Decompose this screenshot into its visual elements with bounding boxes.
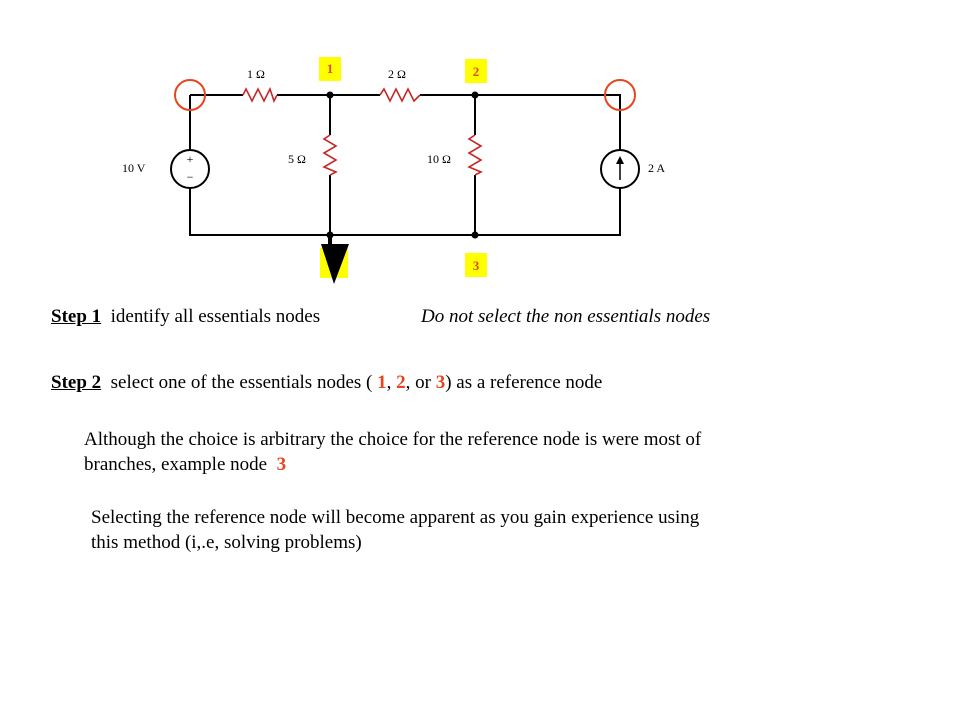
resistor-10-label: 10 Ω	[427, 152, 451, 166]
step2-heading: Step 2	[51, 372, 102, 393]
node-3-dot	[471, 231, 479, 239]
circuit-diagram: + − 1 2 3 1 Ω 2 Ω 5 Ω 10 Ω 10 V 2 A	[122, 57, 665, 284]
reference-node-marker	[320, 235, 349, 284]
resistor-5-label: 5 Ω	[288, 152, 306, 166]
resistor-1-ohm	[242, 86, 278, 104]
node-1-dot	[326, 91, 334, 99]
voltage-source-plus: +	[187, 152, 194, 166]
step2-node-2: 2	[396, 372, 406, 393]
step2-text-after: ) as a reference node	[445, 372, 603, 393]
step1-note: Do not select the non essentials nodes	[421, 306, 711, 327]
step1-line: Step 1 identify all essentials nodes	[51, 304, 320, 329]
voltage-source-label: 10 V	[122, 161, 146, 175]
explanation-paragraph: Although the choice is arbitrary the cho…	[84, 427, 701, 477]
step2-line: Step 2 select one of the essentials node…	[51, 370, 602, 395]
voltage-source: + −	[170, 149, 210, 189]
current-arrow-icon	[616, 156, 624, 164]
explanation-line-2: branches, example node 3	[84, 452, 701, 477]
resistors	[242, 86, 483, 176]
resistor-10-ohm	[467, 134, 483, 176]
step2-node-1: 1	[377, 372, 387, 393]
experience-paragraph: Selecting the reference node will become…	[91, 505, 699, 555]
step1-heading: Step 1	[51, 306, 102, 327]
node-tag-3-text: 3	[473, 258, 480, 273]
current-source	[600, 149, 640, 189]
node-tag-2-text: 2	[473, 64, 480, 79]
step2-sep2: , or	[405, 372, 431, 393]
nonessential-node-left-highlight	[174, 79, 206, 111]
experience-line-1: Selecting the reference node will become…	[91, 507, 700, 528]
node-tag-3: 3	[465, 253, 487, 277]
resistor-5-ohm	[322, 134, 338, 176]
resistor-2-label: 2 Ω	[388, 67, 406, 81]
voltage-source-minus: −	[187, 170, 194, 184]
experience-line-2: this method (i,.e, solving problems)	[91, 532, 362, 553]
step2-text-before: select one of the essentials nodes (	[110, 372, 373, 393]
node-tag-2: 2	[465, 59, 487, 83]
node-tag-1: 1	[319, 57, 341, 81]
step1-text: identify all essentials nodes	[110, 306, 321, 327]
node-2-dot	[471, 91, 479, 99]
node-tag-1-text: 1	[327, 61, 334, 76]
resistor-2-ohm	[379, 87, 421, 103]
explanation-line-2-text: branches, example node	[84, 454, 268, 475]
resistor-1-label: 1 Ω	[247, 67, 265, 81]
step2-node-3: 3	[435, 372, 446, 393]
explanation-line-1: Although the choice is arbitrary the cho…	[84, 429, 702, 450]
example-node: 3	[276, 454, 287, 475]
current-source-label: 2 A	[648, 161, 665, 175]
wires	[189, 94, 621, 236]
junction-dots	[326, 91, 479, 239]
step2-sep1: ,	[386, 372, 392, 393]
ground-arrow-icon	[321, 244, 349, 284]
nonessential-node-right-highlight	[604, 79, 636, 111]
